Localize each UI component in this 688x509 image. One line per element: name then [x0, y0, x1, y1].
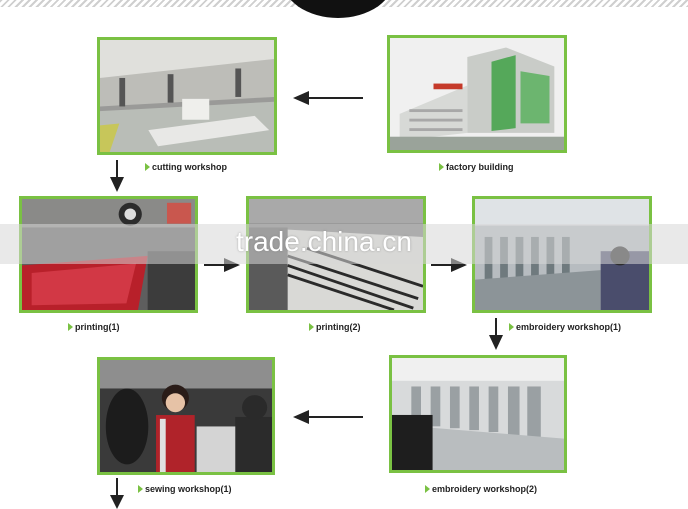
label-embroidery-workshop-2: embroidery workshop(2) — [425, 484, 537, 495]
bullet-triangle-icon — [439, 163, 444, 171]
arrow-down-icon — [110, 478, 124, 509]
bullet-triangle-icon — [138, 485, 143, 493]
bullet-triangle-icon — [309, 323, 314, 331]
photo-embroidery-workshop-2 — [389, 355, 567, 473]
arrow-left-icon — [293, 410, 363, 424]
label-text: printing(2) — [316, 322, 361, 332]
label-text: embroidery workshop(1) — [516, 322, 622, 332]
label-text: cutting workshop — [152, 162, 227, 172]
watermark-text: trade.china.cn — [236, 226, 412, 257]
arrow-down-icon — [110, 160, 124, 192]
label-factory-building: factory building — [439, 162, 514, 173]
bullet-triangle-icon — [509, 323, 514, 331]
label-text: factory building — [446, 162, 514, 172]
label-printing-1: printing(1) — [68, 322, 120, 333]
label-sewing-workshop-1: sewing workshop(1) — [138, 484, 232, 495]
arrow-down-icon — [489, 318, 503, 350]
photo-sewing-workshop-1 — [97, 357, 275, 475]
bullet-triangle-icon — [145, 163, 150, 171]
photo-factory-building — [387, 35, 567, 153]
label-embroidery-workshop-1: embroidery workshop(1) — [509, 322, 621, 333]
top-dark-shape — [282, 0, 394, 18]
label-cutting-workshop: cutting workshop — [145, 162, 227, 173]
watermark-band — [0, 224, 688, 264]
arrow-left-icon — [293, 91, 363, 105]
photo-cutting-workshop — [97, 37, 277, 155]
label-text: embroidery workshop(2) — [432, 484, 538, 494]
label-text: sewing workshop(1) — [145, 484, 232, 494]
bullet-triangle-icon — [68, 323, 73, 331]
label-printing-2: printing(2) — [309, 322, 361, 333]
label-text: printing(1) — [75, 322, 120, 332]
bullet-triangle-icon — [425, 485, 430, 493]
